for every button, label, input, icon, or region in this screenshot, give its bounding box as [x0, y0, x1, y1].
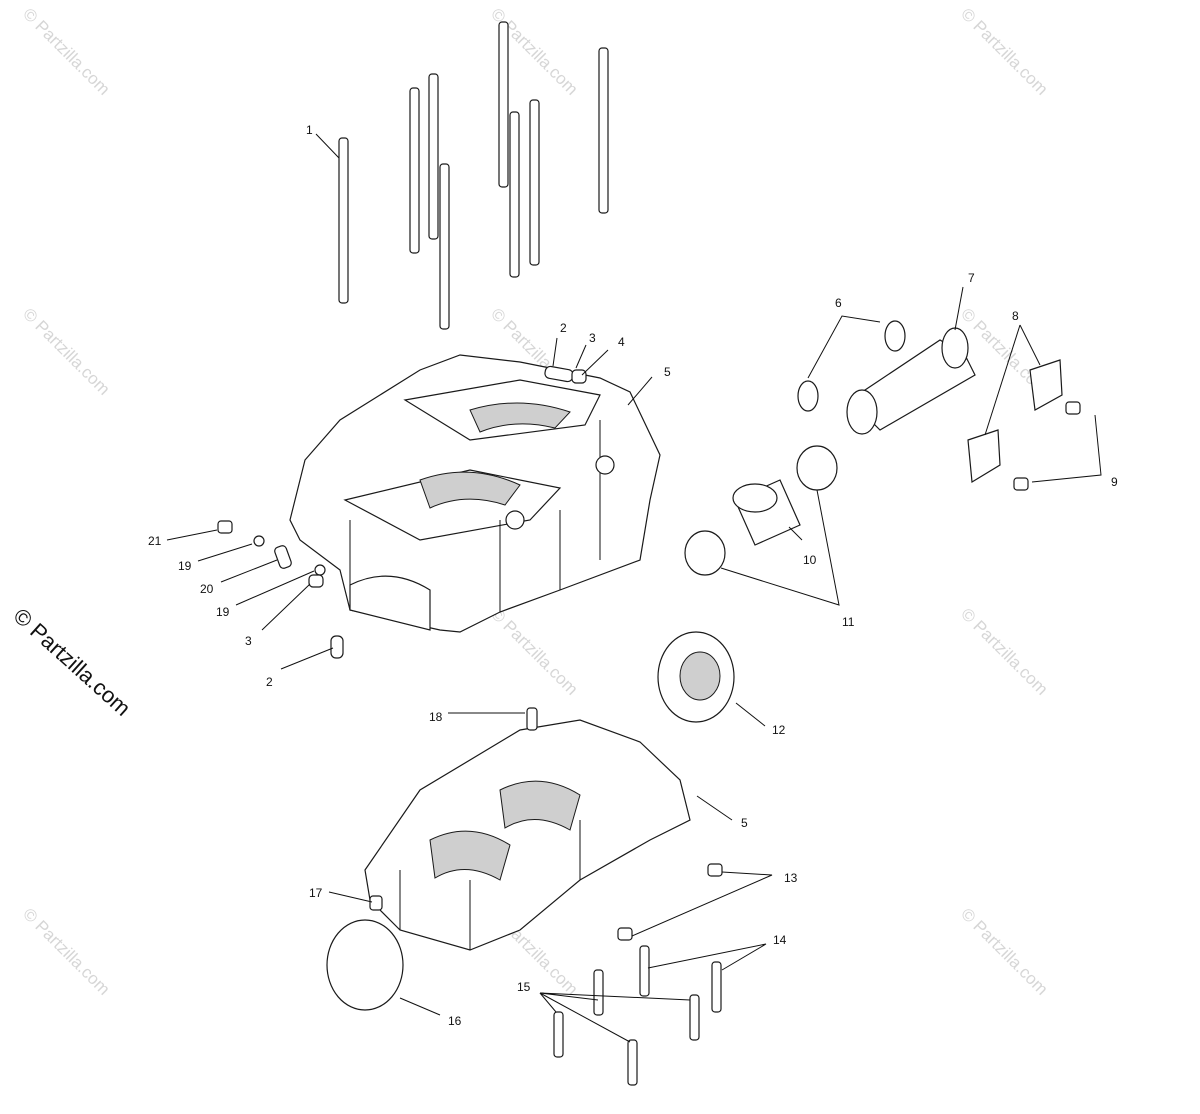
callout-1: 1 [306, 123, 313, 137]
part-15-bolts [553, 969, 700, 1086]
callout-20: 20 [200, 582, 214, 596]
part-5-lower-crankcase [364, 707, 691, 951]
part-6-o-rings [797, 320, 906, 412]
part-9-bolts [1013, 401, 1081, 491]
left-small-hardware [217, 520, 344, 659]
callout-18: 18 [429, 710, 443, 724]
watermark: © Partzilla.com [19, 4, 113, 98]
part-16-17-ring-pin [326, 895, 404, 1011]
callout-5: 5 [741, 816, 748, 830]
callout-10: 10 [803, 553, 817, 567]
part-14-bolts [639, 945, 722, 1013]
part-13-plugs [617, 863, 723, 941]
part-11-clamps [684, 445, 838, 576]
callout-11: 11 [842, 615, 855, 629]
callout-19: 19 [178, 559, 192, 573]
watermark: © Partzilla.com [19, 304, 113, 398]
part-7-outlet-tube [846, 327, 976, 435]
callout-21: 21 [148, 534, 162, 548]
part-5-upper-crankcase [289, 354, 661, 633]
callout-2: 2 [266, 675, 273, 689]
partzilla-brand-mark: © Partzilla.com [9, 603, 136, 721]
callout-19: 19 [216, 605, 230, 619]
leader-lines [166, 133, 1102, 1043]
callout-17: 17 [309, 886, 323, 900]
watermark: © Partzilla.com [19, 904, 113, 998]
callout-12: 12 [772, 723, 786, 737]
callout-15: 15 [517, 980, 531, 994]
callout-13: 13 [784, 871, 798, 885]
callout-6: 6 [835, 296, 842, 310]
callout-3: 3 [589, 331, 596, 345]
callout-2: 2 [560, 321, 567, 335]
watermark: © Partzilla.com [957, 4, 1051, 98]
callout-3: 3 [245, 634, 252, 648]
watermark: © Partzilla.com [957, 604, 1051, 698]
callout-9: 9 [1111, 475, 1118, 489]
callout-14: 14 [773, 933, 787, 947]
part-2-3-4-dowel-set [544, 365, 587, 384]
part-10-hose [732, 479, 801, 546]
part-8-brackets [967, 359, 1063, 484]
callout-5: 5 [664, 365, 671, 379]
part-12-seal [657, 631, 735, 723]
callout-7: 7 [968, 271, 975, 285]
callout-labels: 1 2 3 4 5 6 7 8 9 10 11 21 19 20 19 3 2 … [148, 123, 1118, 1028]
callout-4: 4 [618, 335, 625, 349]
watermark: © Partzilla.com [487, 604, 581, 698]
callout-16: 16 [448, 1014, 462, 1028]
callout-8: 8 [1012, 309, 1019, 323]
watermark: © Partzilla.com [957, 904, 1051, 998]
part-1-studs [338, 21, 609, 330]
